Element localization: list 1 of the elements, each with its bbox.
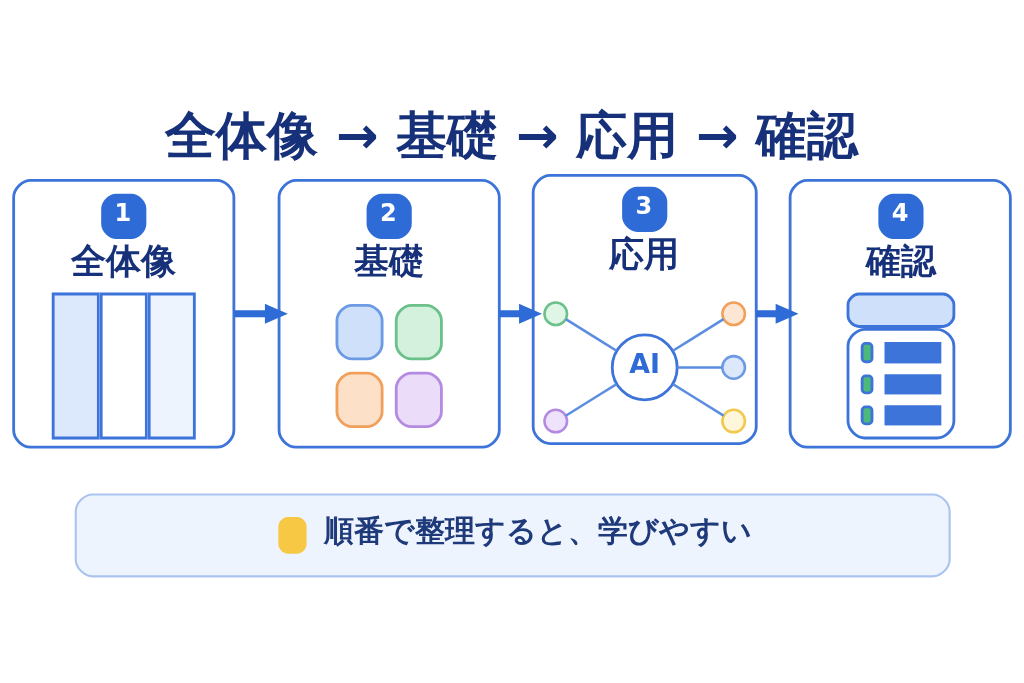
diagram-title: 全体像 → 基礎 → 応用 → 確認 [165,105,859,165]
